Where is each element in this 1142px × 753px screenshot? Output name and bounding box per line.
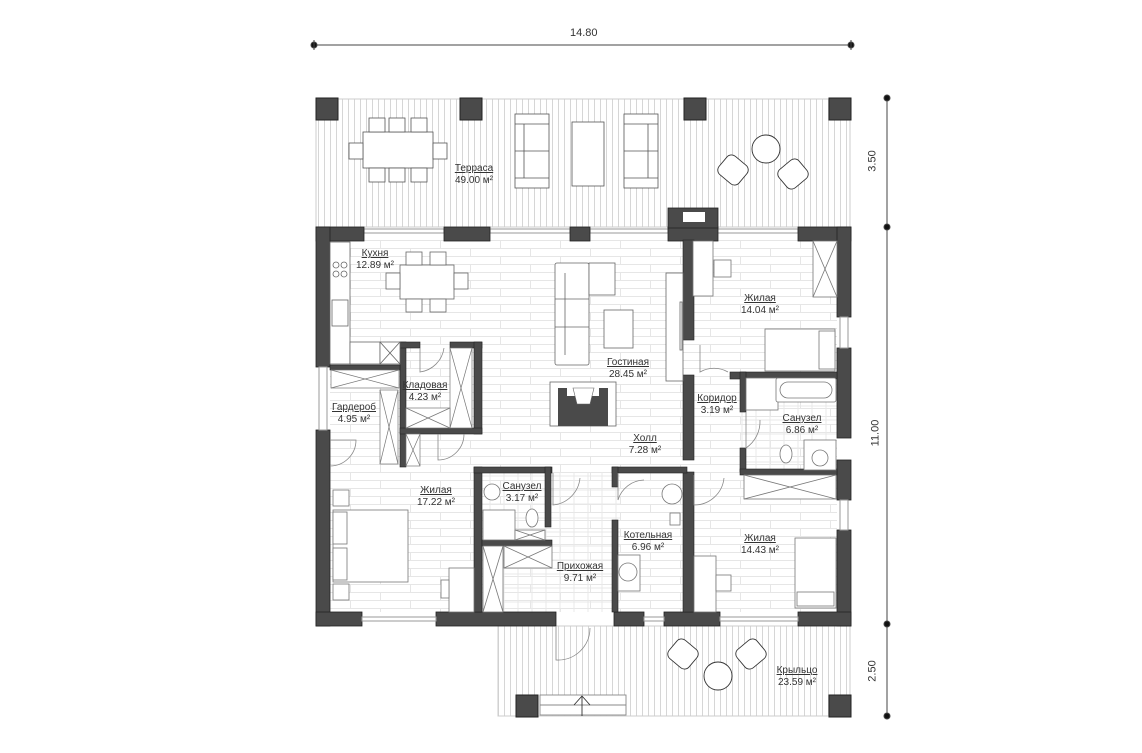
kitchen-units xyxy=(329,241,469,365)
terrace-columns xyxy=(315,97,852,718)
door-swings xyxy=(329,345,761,661)
fireplace xyxy=(558,387,608,426)
dimension-line-height xyxy=(883,94,891,720)
bedroom-se-furniture xyxy=(693,537,837,613)
porch-furniture xyxy=(539,638,767,716)
bedroom-ne-furniture xyxy=(692,240,838,372)
dimension-porch-label: 2.50 xyxy=(866,660,879,682)
dimension-terrace-label: 3.50 xyxy=(866,150,879,172)
dimension-line-width xyxy=(310,40,855,50)
bedroom-sw-furniture xyxy=(332,489,475,613)
interior-walls xyxy=(329,239,838,613)
bathroom-e-fixtures xyxy=(743,377,837,500)
bathroom-s-fixtures xyxy=(482,483,553,613)
dimension-width-label: 14.80 xyxy=(570,27,598,39)
terrace-lounge-chairs xyxy=(717,134,809,190)
terrace-dining-set xyxy=(348,117,448,183)
boiler-room-fixtures xyxy=(617,483,683,592)
dimension-house-label: 11.00 xyxy=(869,419,882,447)
storage-cabinets xyxy=(330,347,473,467)
terrace-sofas xyxy=(514,113,659,189)
